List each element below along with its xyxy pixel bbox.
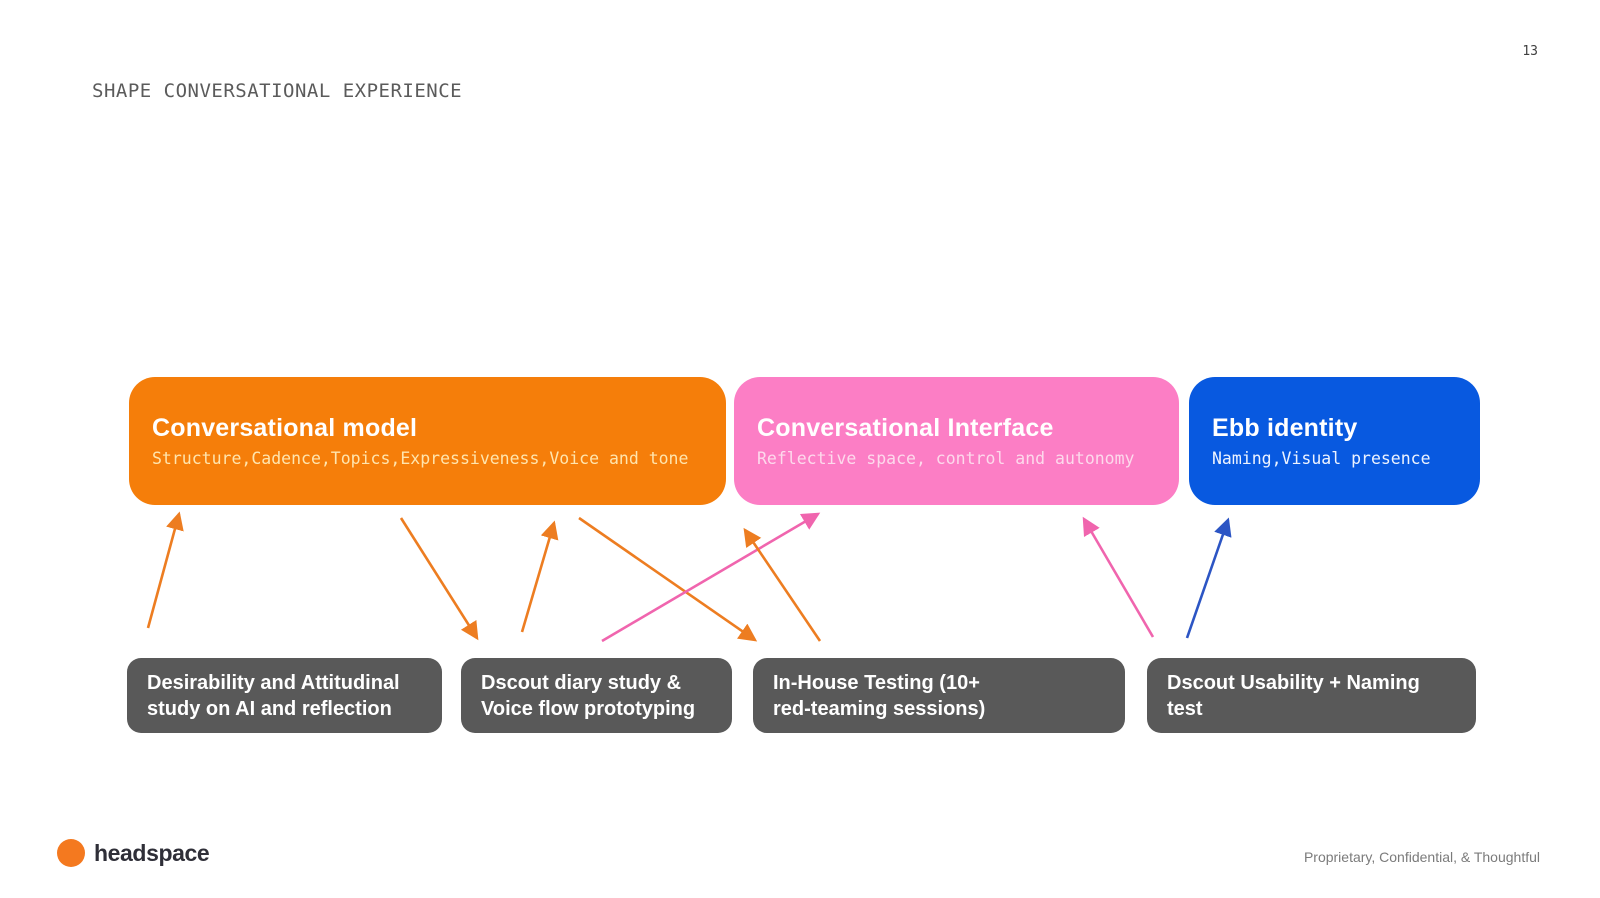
- study-box-label: Dscout diary study & Voice flow prototyp…: [481, 671, 696, 720]
- stage-box-subtitle: Structure,Cadence,Topics,Expressiveness,…: [152, 449, 689, 468]
- flow-arrow-orange: [520, 520, 559, 633]
- flow-arrow-orange: [146, 511, 184, 629]
- confidentiality-note: Proprietary, Confidential, & Thoughtful: [1303, 849, 1540, 865]
- stage-box-ebb-identity: Ebb identity Naming,Visual presence: [1189, 377, 1480, 505]
- stage-box-conversational-model: Conversational model Structure,Cadence,T…: [129, 377, 726, 505]
- headspace-circle-icon: [57, 839, 85, 867]
- flow-arrow-orange: [399, 517, 479, 641]
- flow-arrow-blue: [1185, 517, 1232, 639]
- stage-box-subtitle: Naming,Visual presence: [1212, 449, 1431, 468]
- study-box-dscout-usability-naming: Dscout Usability + Naming test: [1147, 658, 1476, 733]
- slide-title: SHAPE CONVERSATIONAL EXPERIENCE: [92, 80, 463, 102]
- flow-arrow-pink: [1082, 516, 1155, 638]
- study-box-desirability-attitudinal: Desirability and Attitudinal study on AI…: [127, 658, 442, 733]
- study-box-label: Dscout Usability + Naming test: [1167, 671, 1420, 720]
- study-box-label: In-House Testing (10+ red-teaming sessio…: [773, 671, 986, 720]
- stage-box-conversational-interface: Conversational Interface Reflective spac…: [734, 377, 1179, 505]
- flow-arrow-orange: [578, 516, 758, 642]
- stage-box-title: Conversational Interface: [757, 414, 1054, 442]
- stage-box-title: Conversational model: [152, 414, 418, 442]
- flow-arrow-orange: [743, 527, 822, 642]
- headspace-logo: headspace: [57, 839, 210, 867]
- headspace-wordmark: headspace: [94, 839, 210, 866]
- page-number: 13: [1522, 44, 1538, 59]
- stage-box-subtitle: Reflective space, control and autonomy: [757, 449, 1135, 468]
- stage-box-title: Ebb identity: [1212, 414, 1358, 442]
- study-box-inhouse-testing: In-House Testing (10+ red-teaming sessio…: [753, 658, 1125, 733]
- study-box-label: Desirability and Attitudinal study on AI…: [147, 671, 400, 720]
- study-box-dscout-diary: Dscout diary study & Voice flow prototyp…: [461, 658, 732, 733]
- flow-arrow-pink: [601, 512, 821, 643]
